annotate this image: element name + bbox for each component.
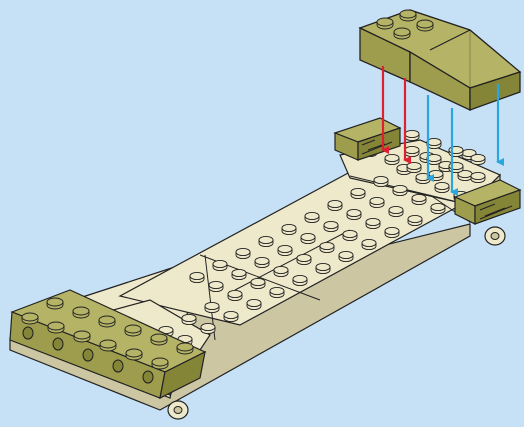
plate-stud — [247, 299, 261, 309]
bar-stud — [125, 325, 141, 336]
technic-hole — [113, 360, 123, 372]
plate-stud — [190, 272, 204, 282]
brick-stud — [400, 10, 416, 21]
plate-stud — [351, 188, 365, 198]
brick-stud — [417, 20, 433, 31]
plate-stud — [228, 290, 242, 300]
plate-stud — [385, 227, 399, 237]
plate-stud — [224, 311, 238, 321]
plate-stud — [236, 248, 250, 258]
plate-stud — [362, 239, 376, 249]
plate-stud — [182, 314, 196, 324]
plate-stud — [405, 130, 419, 140]
technic-hole — [143, 371, 153, 383]
plate-stud — [374, 176, 388, 186]
plate-stud — [347, 209, 361, 219]
technic-hole — [83, 349, 93, 361]
plate-stud — [370, 197, 384, 207]
bar-stud — [177, 343, 193, 354]
bar-stud — [151, 334, 167, 345]
plate-stud — [429, 170, 443, 180]
plate-stud — [255, 257, 269, 267]
brick-stud — [394, 28, 410, 39]
plate-stud — [305, 212, 319, 222]
plate-stud — [366, 218, 380, 228]
technic-hole — [23, 327, 33, 339]
plate-stud — [320, 242, 334, 252]
plate-stud — [407, 162, 421, 172]
bar-stud — [152, 358, 168, 369]
bar-stud — [48, 322, 64, 333]
plate-stud — [274, 266, 288, 276]
bar-stud — [47, 298, 63, 309]
plate-stud — [293, 275, 307, 285]
plate-stud — [251, 278, 265, 288]
plate-stud — [297, 254, 311, 264]
bar-stud — [100, 340, 116, 351]
bar-stud — [74, 331, 90, 342]
bar-stud — [73, 307, 89, 318]
wheel-left-rear — [168, 401, 188, 419]
plate-stud — [213, 260, 227, 270]
plate-stud — [278, 245, 292, 255]
plate-stud — [209, 281, 223, 291]
plate-stud — [343, 230, 357, 240]
wheel-right-front — [485, 227, 505, 245]
plate-stud — [270, 287, 284, 297]
brick-stud — [377, 18, 393, 29]
plate-stud — [324, 221, 338, 231]
plate-stud — [301, 233, 315, 243]
plate-stud — [201, 323, 215, 333]
plate-stud — [471, 154, 485, 164]
plate-stud — [435, 182, 449, 192]
plate-stud — [316, 263, 330, 273]
technic-hole — [53, 338, 63, 350]
bar-stud — [126, 349, 142, 360]
plate-stud — [205, 302, 219, 312]
plate-stud — [259, 236, 273, 246]
plate-stud — [431, 203, 445, 213]
plate-stud — [389, 206, 403, 216]
plate-stud — [412, 194, 426, 204]
plate-stud — [385, 154, 399, 164]
plate-stud — [408, 215, 422, 225]
bar-stud — [22, 313, 38, 324]
plate-stud — [282, 224, 296, 234]
plate-stud — [405, 146, 419, 156]
bar-stud — [99, 316, 115, 327]
plate-stud — [339, 251, 353, 261]
plate-stud — [328, 200, 342, 210]
plate-stud — [471, 172, 485, 182]
plate-stud — [232, 269, 246, 279]
plate-stud — [393, 185, 407, 195]
